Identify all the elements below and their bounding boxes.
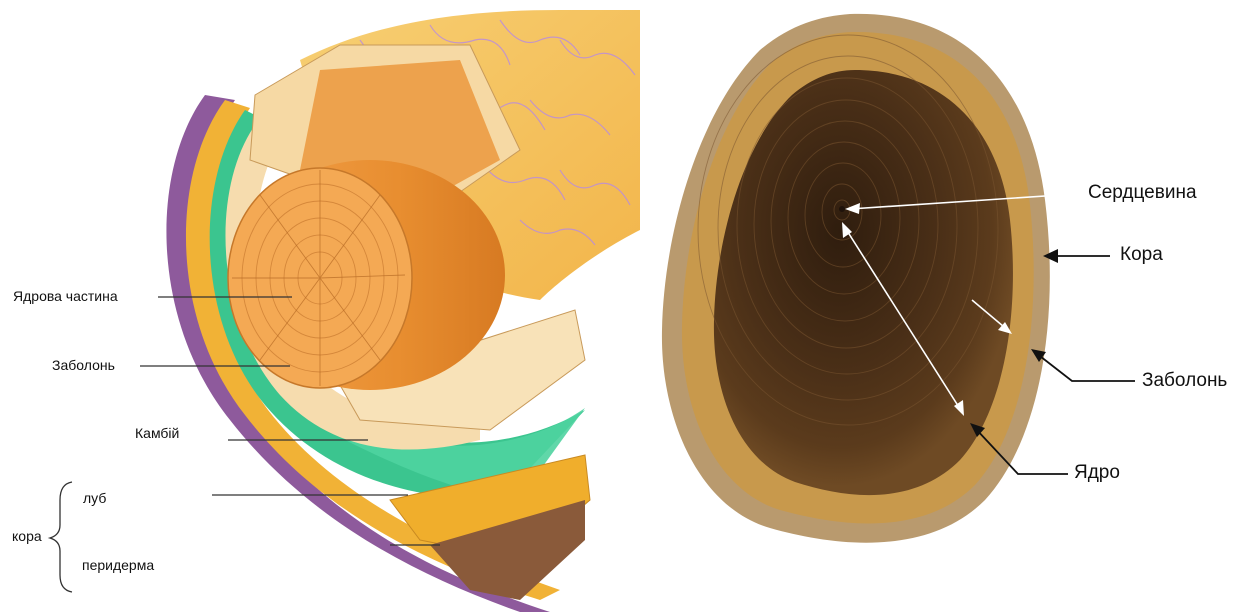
heartwood-right-label: Ядро [1074, 462, 1120, 484]
phloem-label: луб [83, 490, 106, 506]
cambium-label: Камбій [135, 425, 179, 441]
log-cross-section [662, 14, 1050, 543]
pith-label: Сердцевина [1088, 182, 1197, 204]
bark-group-label: кора [12, 528, 42, 544]
heartwood-label: Ядрова частина [13, 288, 118, 304]
sapwood-label: Заболонь [52, 357, 115, 373]
sapwood-right-label: Заболонь [1142, 370, 1227, 392]
bark-brace [50, 482, 72, 592]
sapwood-arrow [1036, 353, 1135, 381]
trunk-illustration [166, 10, 640, 612]
periderm-label: перидерма [82, 557, 154, 573]
bark-label: Кора [1120, 244, 1163, 266]
log-pith [839, 206, 845, 212]
